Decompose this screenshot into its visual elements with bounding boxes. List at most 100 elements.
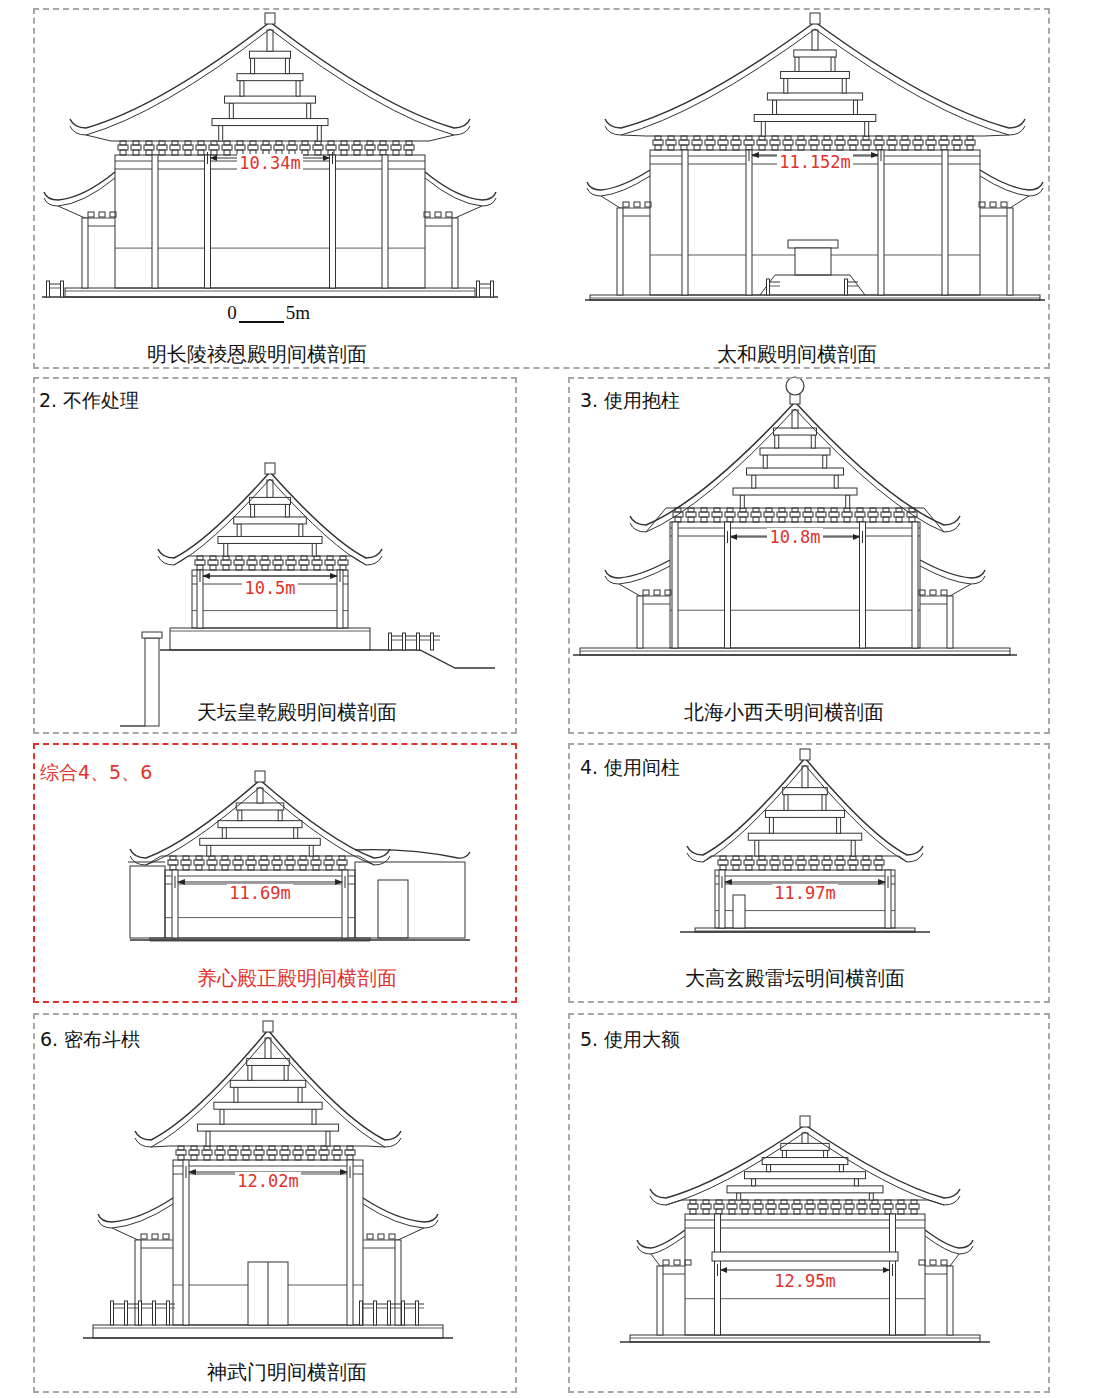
drawing-stroke [65,288,475,297]
section-caption: 大高玄殿雷坛明间横剖面 [685,966,905,990]
drawing-stroke [729,1200,735,1204]
drawing-stroke [637,596,643,648]
drawing-stroke [829,512,839,517]
panel-heading: 4. 使用间柱 [580,756,680,779]
drawing-stroke [288,565,294,570]
drawing-stroke [941,136,947,140]
drawing-stroke [278,810,282,821]
drawing-stroke [161,856,359,857]
drawing-stroke [848,140,858,145]
drawing-stroke [153,1301,156,1325]
drawing-stroke [772,856,778,860]
panel-heading: 6. 密布斗栱 [40,1028,140,1051]
drawing-stroke [219,126,223,141]
drawing-stroke [769,817,773,833]
drawing-stroke [120,141,126,145]
drawing-stroke [824,856,830,860]
drawing-stroke [363,1198,438,1222]
drawing-stroke [224,141,230,145]
drawing-stroke [237,141,243,145]
drawing-stroke [617,208,623,295]
drawing-stroke [688,508,694,512]
drawing-stroke [269,1155,275,1160]
drawing-stroke [887,140,897,145]
drawing-stroke [666,508,924,509]
drawing-stroke [896,508,902,512]
drawing-stroke [248,865,254,870]
drawing-stroke [284,1065,288,1080]
drawing-stroke [165,870,355,938]
section-drawing [680,749,930,932]
drawing-stroke [818,508,824,512]
drawing-stroke [601,196,620,208]
section-drawing [620,1116,990,1342]
drawing-stroke [876,865,882,870]
drawing-stroke [892,1264,893,1276]
drawing-stroke [138,1240,173,1241]
drawing-stroke [330,155,336,288]
drawing-stroke [942,150,948,295]
drawing-stroke [204,1155,210,1160]
section-caption: 养心殿正殿明间横剖面 [197,966,397,990]
drawing-stroke [146,150,152,155]
drawing-stroke [746,865,752,870]
section-drawing [120,463,495,726]
drawing-stroke [878,150,884,295]
drawing-stroke [699,512,709,517]
drawing-stroke [637,1230,685,1248]
drawing-stroke [928,145,934,150]
drawing-stroke [733,856,739,860]
drawing-stroke [339,145,349,150]
drawing-stroke [822,795,826,811]
drawing-stroke [138,1248,173,1249]
drawing-stroke [191,1155,197,1160]
drawing-stroke [920,604,950,605]
drawing-stroke [857,1204,867,1209]
drawing-stroke [269,1146,275,1150]
drawing-stroke [363,1204,438,1228]
drawing-stroke [285,860,295,865]
drawing-stroke [302,141,308,145]
drawing-stroke [692,140,702,145]
drawing-stroke [417,633,420,650]
drawing-stroke [168,860,178,865]
drawing-stroke [909,1204,919,1209]
drawing-stroke [491,281,494,297]
drawing-stroke [714,508,720,512]
drawing-stroke [811,145,817,150]
drawing-stroke [767,1165,771,1172]
drawing-stroke [203,575,337,576]
drawing-stroke [150,941,370,942]
drawing-stroke [207,860,217,865]
drawing-stroke [681,136,687,140]
section-drawing [83,1021,453,1338]
drawing-stroke [194,860,204,865]
drawing-stroke [719,870,725,928]
drawing-stroke [762,1158,848,1165]
panel: 2. 不作处理天坛皇乾殿明间横剖面 [33,377,517,734]
drawing-stroke [256,1155,262,1160]
drawing-stroke [792,410,798,428]
drawing-stroke [748,833,861,840]
drawing-stroke [785,865,791,870]
drawing-stroke [655,145,661,150]
drawing-stroke [775,435,779,448]
drawing-stroke [837,865,843,870]
section-drawing [42,13,498,297]
drawing-stroke [301,556,307,560]
drawing-stroke [151,1146,169,1147]
drawing-stroke [404,145,414,150]
drawing-stroke [846,495,850,508]
drawing-stroke [773,100,777,115]
drawing-stroke [354,141,360,145]
drawing-stroke [247,560,257,565]
drawing-stroke [714,517,720,522]
drawing-stroke [947,1266,953,1335]
drawing-stroke [707,136,713,140]
drawing-stroke [831,57,835,72]
drawing-stroke [326,865,332,870]
drawing-stroke [334,1155,340,1160]
drawing-stroke [802,766,808,788]
drawing-stroke [768,1209,774,1214]
